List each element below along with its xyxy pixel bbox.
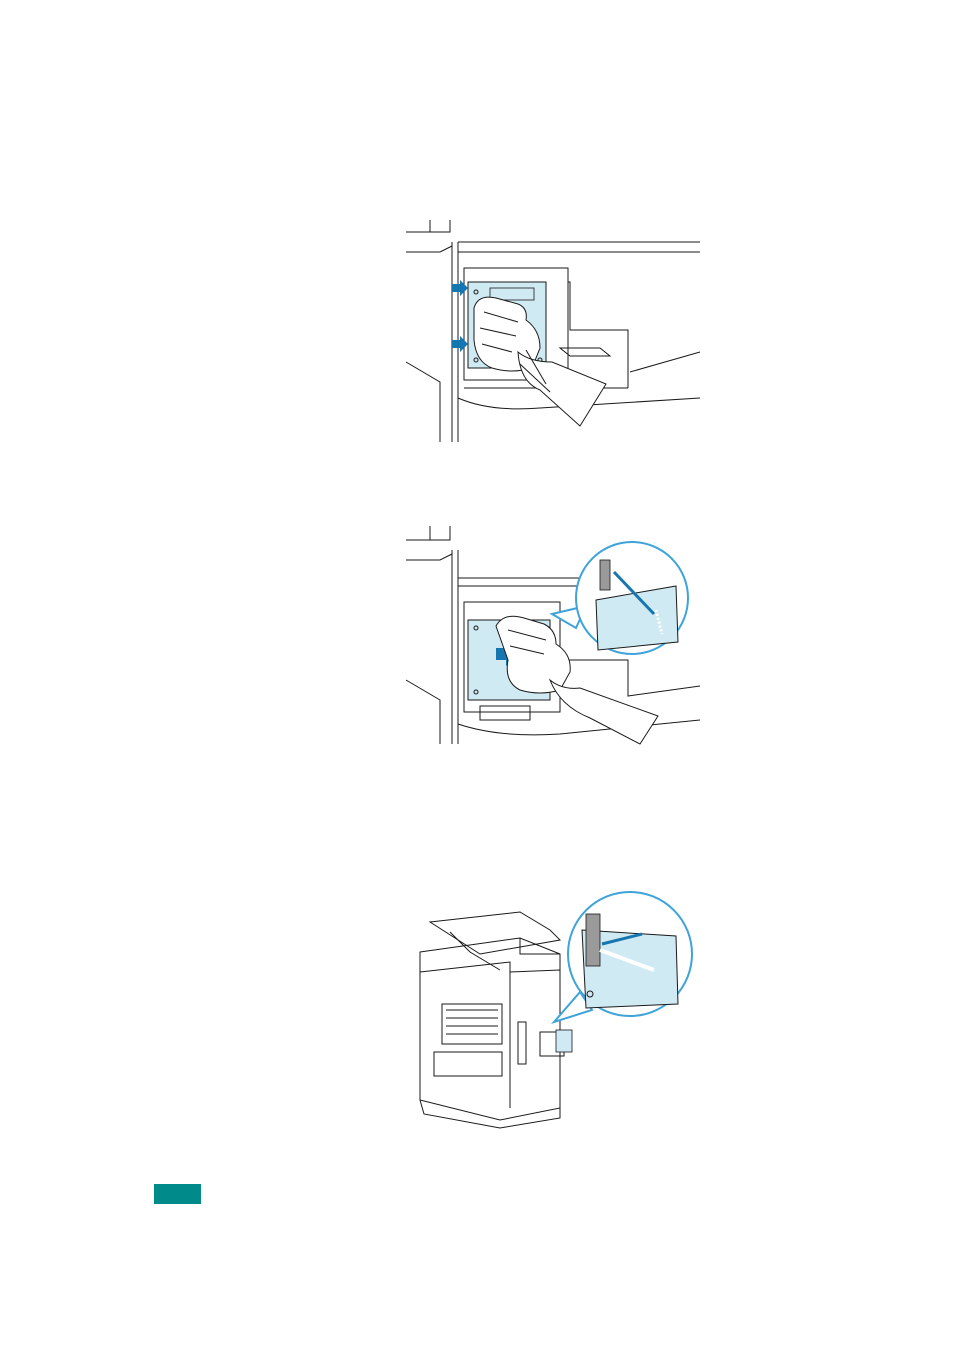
page-tab <box>154 1184 201 1204</box>
arrow-icon <box>452 336 468 352</box>
memory-slot-callout <box>552 542 688 654</box>
illustration-remove-cover <box>400 212 710 444</box>
illustration-printer-rear <box>410 882 695 1144</box>
arrow-icon <box>452 280 468 296</box>
memory-installed-callout <box>554 892 692 1022</box>
slide-cover-drawing <box>400 520 700 746</box>
memory-module <box>586 914 600 966</box>
memory-module <box>600 560 610 590</box>
printer-rear-drawing <box>410 882 695 1144</box>
illustration-slide-cover <box>400 520 700 746</box>
remove-cover-drawing <box>400 212 710 444</box>
